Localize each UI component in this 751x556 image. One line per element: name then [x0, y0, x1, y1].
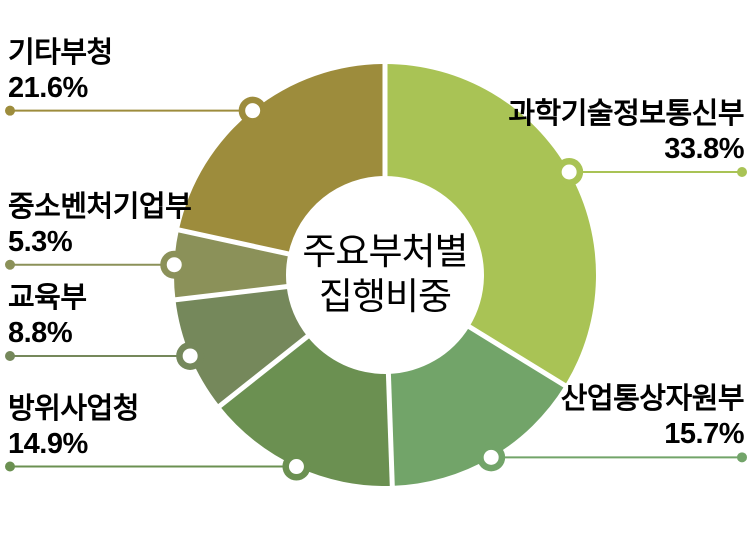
- callout-education: 교육부 8.8%: [8, 281, 87, 351]
- ministry-name: 방위사업청: [8, 392, 139, 425]
- ministry-name: 교육부: [8, 281, 87, 314]
- segment-divider: [175, 226, 291, 257]
- ministry-percent: 5.3%: [8, 225, 73, 258]
- chart-center-title-line2: 집행비중: [318, 276, 452, 317]
- callout-science-ict: 과학기술정보통신부 33.8%: [508, 97, 744, 167]
- segment-divider: [385, 371, 395, 489]
- ministry-name: 기타부청: [8, 36, 113, 69]
- segment-marker-hole: [245, 103, 261, 119]
- ministry-percent: 33.8%: [664, 133, 744, 165]
- segment-marker-hole: [166, 257, 182, 273]
- ministry-name: 중소벤처기업부: [8, 190, 192, 223]
- callout-other-ministries: 기타부청 21.6%: [8, 36, 113, 106]
- donut-segment: [178, 64, 385, 254]
- chart-center-title-line1: 주요부처별: [302, 231, 468, 272]
- segment-marker-hole: [288, 459, 304, 475]
- leader-dot: [737, 166, 747, 177]
- segment-marker-hole: [182, 348, 198, 364]
- segment-marker-hole: [561, 164, 577, 180]
- donut-segment: [174, 229, 289, 300]
- callout-industry-trade: 산업통상자원부 15.7%: [560, 382, 745, 452]
- leader-dot: [737, 452, 747, 463]
- leader-dot: [5, 350, 15, 361]
- ministry-percent: 21.6%: [8, 71, 88, 104]
- segment-divider: [172, 283, 289, 303]
- segment-divider: [215, 333, 311, 410]
- chart-center-title: 주요부처별 집행비중: [245, 229, 525, 319]
- callout-smes-startups: 중소벤처기업부 5.3%: [8, 190, 192, 260]
- donut-segment: [388, 326, 565, 486]
- segment-marker-hole: [483, 449, 499, 465]
- leader-dot: [5, 105, 15, 116]
- segment-divider: [466, 323, 569, 390]
- ministry-percent: 14.9%: [8, 427, 88, 460]
- callout-defense-acquisition: 방위사업청 14.9%: [8, 392, 139, 462]
- leader-dot: [5, 259, 15, 270]
- donut-segment: [175, 286, 308, 407]
- ministry-name: 산업통상자원부: [560, 383, 745, 416]
- ministry-name: 과학기술정보통신부: [508, 98, 744, 130]
- leader-dot: [5, 461, 15, 472]
- ministry-percent: 15.7%: [664, 418, 744, 451]
- ministry-percent: 8.8%: [8, 316, 73, 349]
- donut-segment: [385, 64, 597, 386]
